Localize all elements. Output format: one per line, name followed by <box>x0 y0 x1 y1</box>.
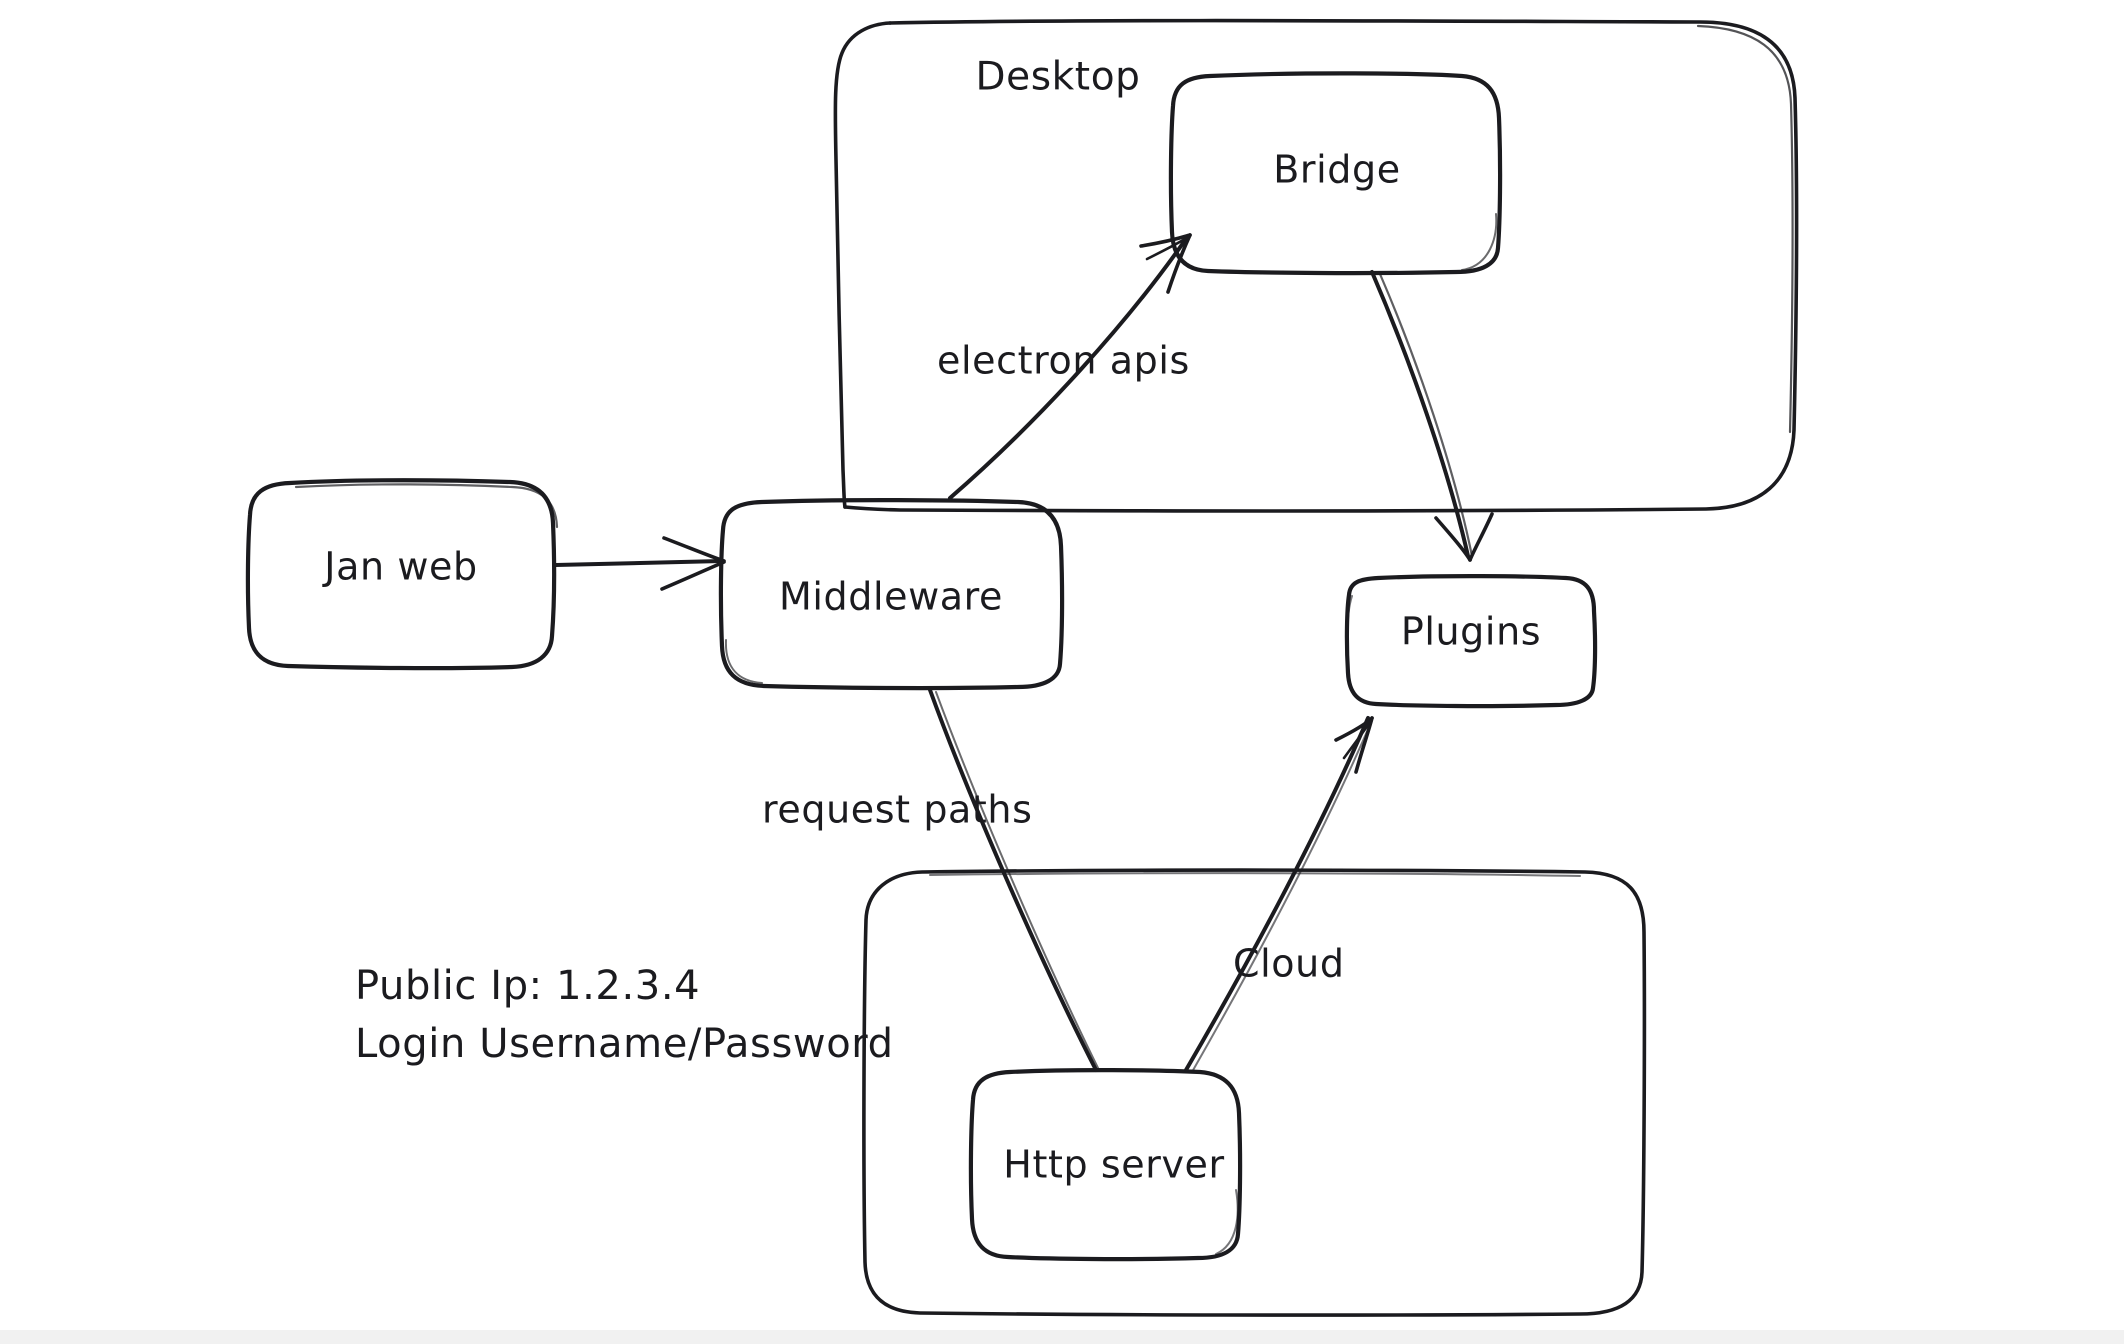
node-label-bridge: Bridge <box>1273 148 1400 192</box>
node-middleware[interactable] <box>718 498 1065 691</box>
note-public-ip: Public Ip: 1.2.3.4 <box>355 963 700 1009</box>
container-desktop[interactable] <box>833 18 1799 513</box>
node-label-plugins: Plugins <box>1401 610 1541 654</box>
edge-label-request-paths: request paths <box>762 788 1033 832</box>
edge-middleware-to-bridge <box>948 233 1192 500</box>
node-plugins[interactable] <box>1344 574 1598 709</box>
node-label-middleware: Middleware <box>779 575 1003 619</box>
node-label-http-server: Http server <box>1003 1143 1224 1187</box>
node-jan-web[interactable] <box>245 478 559 671</box>
edge-http-server-to-plugins <box>1184 716 1374 1073</box>
node-label-jan-web: Jan web <box>322 545 477 589</box>
bottom-edge-strip <box>0 1330 2124 1344</box>
edge-janweb-to-middleware <box>554 536 726 591</box>
edge-bridge-to-plugins <box>1370 270 1494 562</box>
container-label-cloud: Cloud <box>1233 942 1345 986</box>
edge-label-electron-apis: electron apis <box>937 339 1190 383</box>
node-http-server[interactable] <box>968 1068 1243 1262</box>
node-bridge[interactable] <box>1168 71 1503 276</box>
container-cloud[interactable] <box>862 868 1647 1317</box>
edge-middleware-to-http-server <box>928 688 1099 1072</box>
note-login-credentials: Login Username/Password <box>355 1021 894 1067</box>
container-label-desktop: Desktop <box>975 55 1140 100</box>
